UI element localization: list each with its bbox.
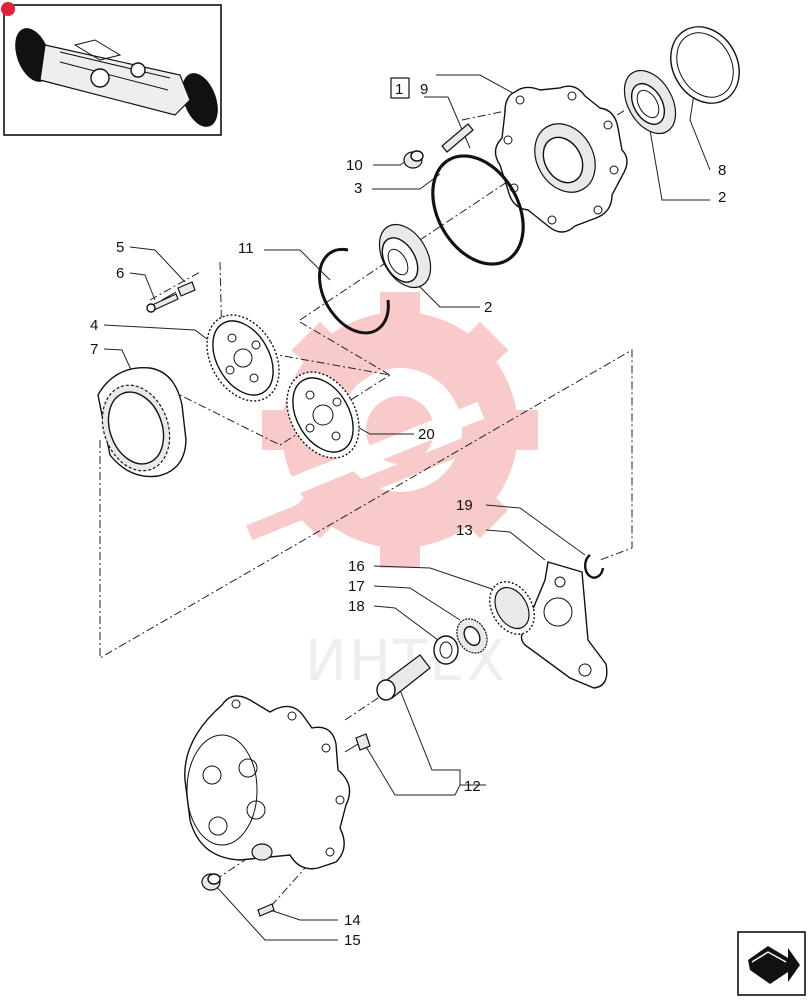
part-12-bolt[interactable]: [344, 733, 371, 753]
part-6-bolt[interactable]: [146, 293, 179, 313]
part-18-washer[interactable]: [433, 635, 459, 665]
callout-14: 14: [344, 912, 361, 929]
leader-lines: [103, 54, 711, 941]
callout-11: 11: [238, 240, 254, 257]
callout-19: 19: [456, 497, 473, 514]
callout-5: 5: [116, 239, 124, 256]
callout-7: 7: [90, 341, 98, 358]
part-14-screw[interactable]: [257, 903, 275, 917]
part-19-clip[interactable]: [584, 554, 605, 579]
part-1-wheel-hub[interactable]: [494, 85, 628, 233]
part-9-pin[interactable]: [441, 123, 474, 153]
callout-20: 20: [418, 426, 435, 443]
next-page-arrow-icon[interactable]: [737, 931, 806, 996]
frame-box-label: 1: [395, 81, 403, 98]
part-housing[interactable]: [184, 695, 351, 870]
part-20-planet-carrier[interactable]: [272, 359, 373, 471]
callout-6: 6: [116, 265, 124, 282]
part-4-planet-carrier[interactable]: [192, 302, 293, 414]
callout-13: 13: [456, 522, 473, 539]
part-11-snap-ring[interactable]: [318, 247, 390, 335]
callout-4: 4: [90, 317, 98, 334]
callout-3: 3: [354, 180, 362, 197]
part-16-planet-gear[interactable]: [481, 574, 544, 642]
callout-labels: 1 9 10 3 8 2 11 2 5 6 4 7 20 19 13 16 17…: [90, 77, 726, 949]
callout-16: 16: [348, 558, 365, 575]
callout-9: 9: [420, 81, 428, 98]
part-5-bolt[interactable]: [161, 281, 196, 301]
part-2-bearing-top[interactable]: [614, 62, 686, 143]
callout-17: 17: [348, 578, 365, 595]
watermark-logo: ИНТЕХ: [245, 292, 538, 694]
part-17-needle-bearing[interactable]: [451, 613, 493, 658]
part-13-bracket[interactable]: [520, 561, 608, 689]
axle-assembly-thumbnail[interactable]: [1, 2, 225, 136]
callout-10: 10: [346, 157, 363, 174]
callout-15: 15: [344, 932, 361, 949]
part-3-o-ring[interactable]: [414, 140, 541, 280]
part-7-ring-gear[interactable]: [91, 367, 187, 481]
frame-number-box: [390, 77, 410, 99]
part-8-seal-ring[interactable]: [657, 14, 752, 115]
callout-2-top: 2: [718, 189, 726, 206]
callout-12: 12: [464, 778, 481, 795]
part-12-shaft[interactable]: [376, 654, 431, 701]
callout-18: 18: [348, 598, 365, 615]
part-2-bearing-middle[interactable]: [369, 216, 441, 297]
callout-2-middle: 2: [484, 299, 492, 316]
part-10-plug[interactable]: [403, 150, 424, 169]
part-15-plug[interactable]: [201, 873, 221, 891]
callout-8: 8: [718, 162, 726, 179]
